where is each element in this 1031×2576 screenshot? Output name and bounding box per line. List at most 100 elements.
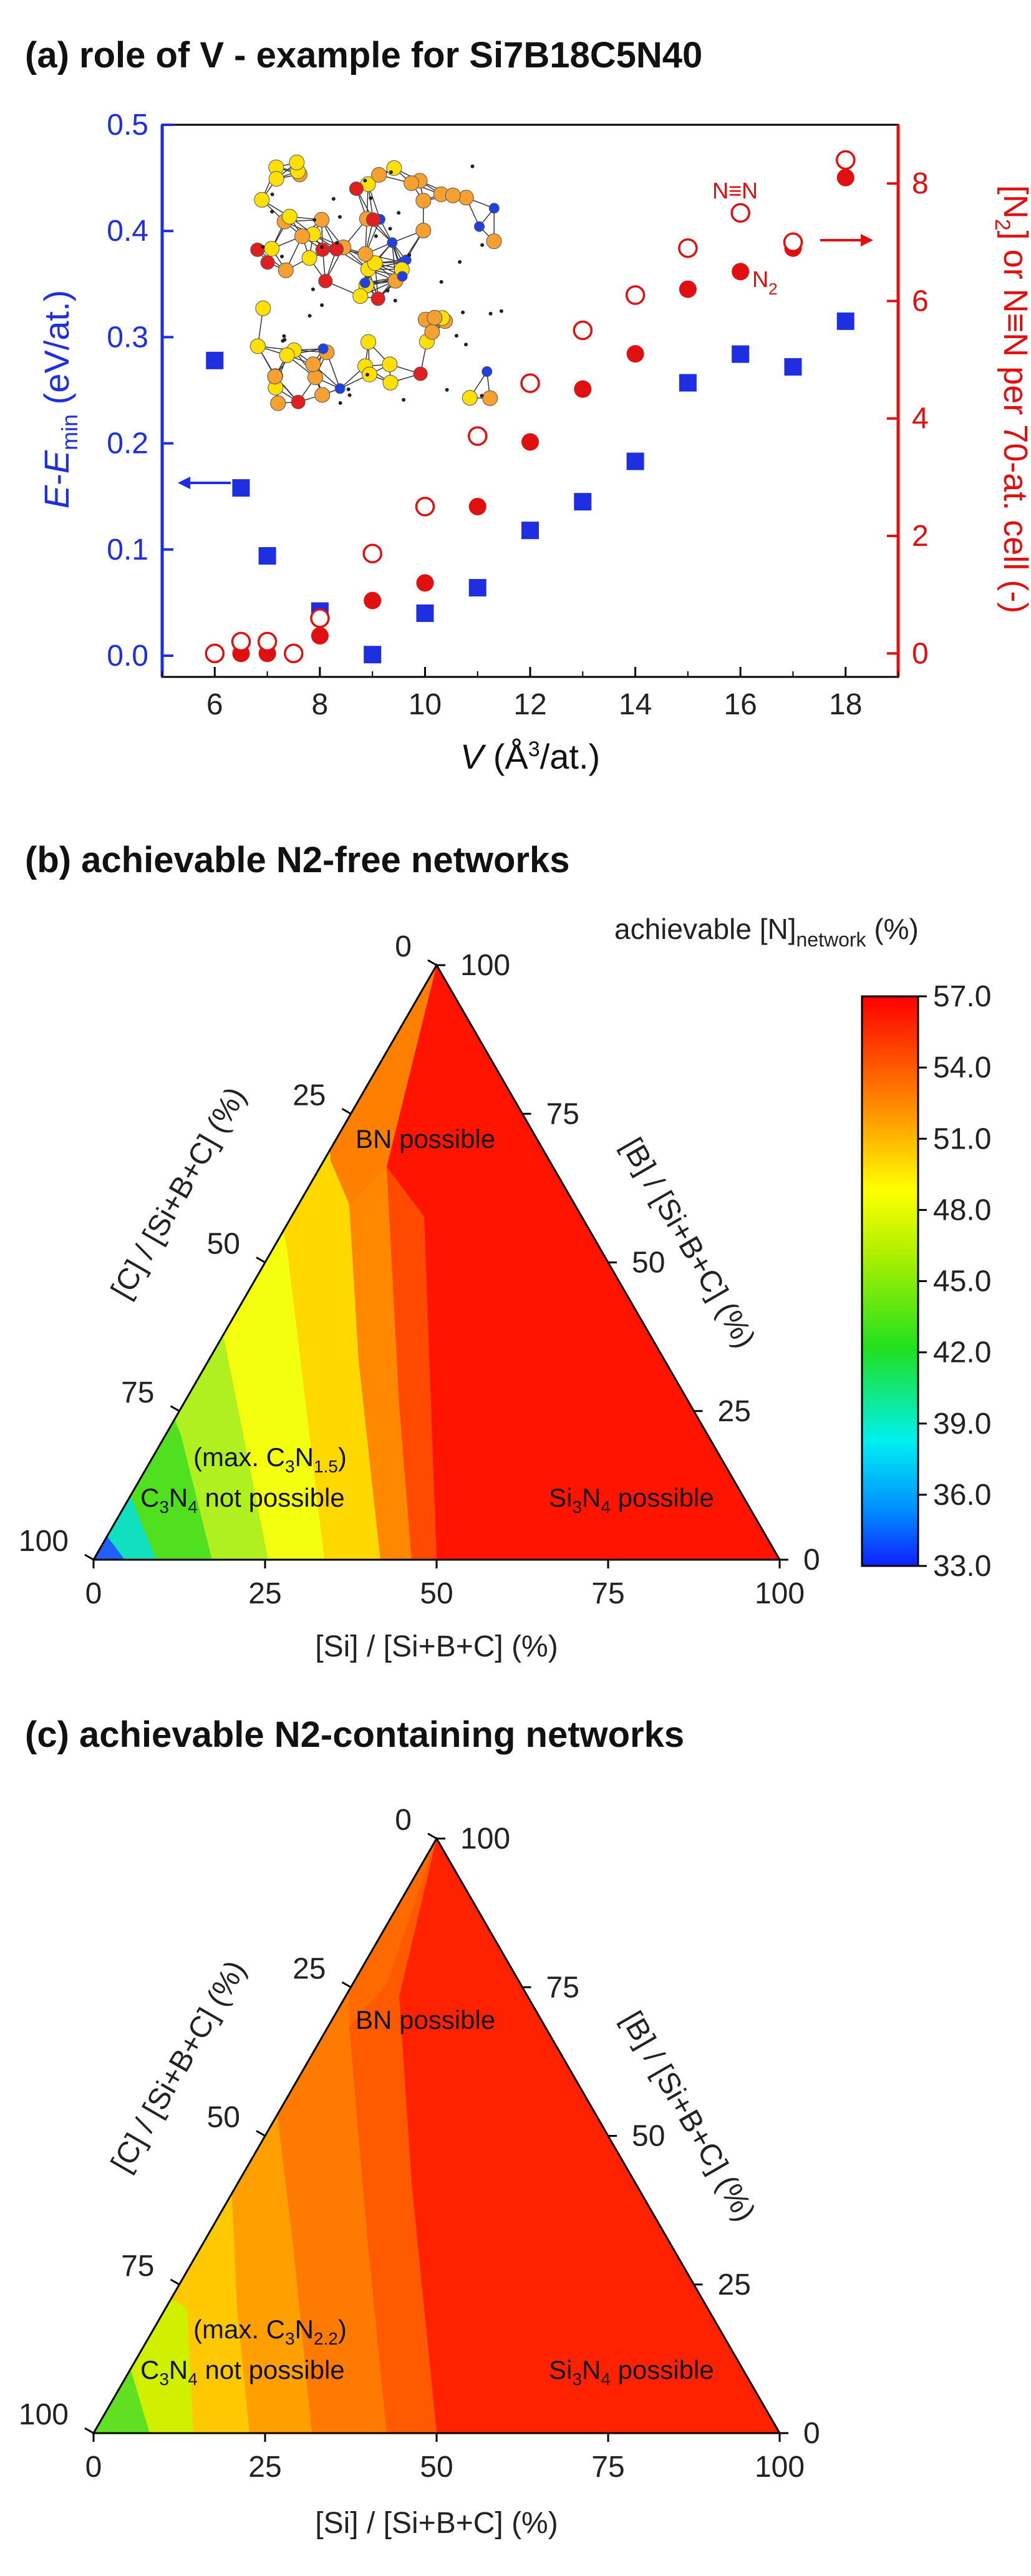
si-tick-label: 0 — [85, 2451, 102, 2484]
si-tick-label: 25 — [248, 2451, 281, 2484]
colorbar: 57.054.051.048.045.042.039.036.033.0 — [861, 980, 991, 1583]
n-triple-n-point — [283, 643, 304, 664]
n2-point — [626, 345, 644, 363]
b-tick-label: 100 — [460, 1822, 510, 1855]
n2-point — [364, 591, 382, 610]
colorbar-tick-label: 42.0 — [933, 1336, 991, 1369]
network-inset-illustration — [249, 154, 503, 411]
x-tick-label: 10 — [409, 688, 442, 721]
c-tick-label: 50 — [207, 2101, 240, 2134]
x-tick-label: 6 — [206, 688, 223, 721]
colorbar-tick-label: 48.0 — [933, 1193, 991, 1227]
n-triple-n-point — [573, 320, 593, 341]
annotation-n2: N2 — [752, 266, 777, 298]
colorbar-tick-label: 57.0 — [933, 980, 991, 1013]
annotation-bn-possible-c: BN possible — [356, 2005, 495, 2034]
n-triple-n-point — [362, 543, 382, 564]
b-tick-label: 0 — [803, 2417, 820, 2450]
n2-point — [468, 497, 486, 515]
x-tick-label: 12 — [513, 688, 546, 721]
annotation-bn-possible-b: BN possible — [356, 1124, 495, 1154]
n2-point — [836, 168, 854, 187]
si-tick-label: 100 — [755, 1577, 805, 1610]
n-triple-n-point — [257, 631, 278, 652]
x-tick-label: 14 — [619, 688, 652, 721]
n-triple-n-point — [730, 203, 750, 223]
b-tick-label: 50 — [632, 1247, 665, 1280]
energy-point — [784, 358, 802, 376]
c-tick-mark — [427, 1832, 437, 1840]
c-tick-label: 50 — [207, 1228, 240, 1261]
y-right-tick-label: 0 — [912, 637, 929, 670]
y-right-axis-title: [N2] or N≡N per 70-at. cell (-) — [990, 185, 1031, 614]
annotation-si3n4-possible-c: Si3N4 possible — [549, 2355, 714, 2389]
panel-a-title: (a) role of V - example for Si7B18C5N40 — [25, 35, 702, 75]
n-triple-n-point — [520, 373, 540, 394]
energy-point — [574, 493, 592, 511]
b-tick-label: 100 — [460, 949, 510, 982]
ternary-heatmap-c — [94, 1839, 780, 2433]
c-tick-label: 100 — [19, 2398, 69, 2431]
axis-title-si-b: [Si] / [Si+B+C] (%) — [315, 1630, 558, 1663]
x-tick-label: 8 — [312, 688, 329, 721]
n2-point — [679, 280, 697, 298]
b-tick-label: 50 — [632, 2120, 665, 2153]
left-arrow-icon — [178, 477, 231, 489]
panel-b-title: (b) achievable N2-free networks — [25, 840, 570, 880]
annotation-c3n4-not-possible-c: C3N4 not possible — [140, 2355, 345, 2389]
energy-point — [232, 479, 250, 497]
n2-point — [574, 380, 592, 398]
n-triple-n-point — [310, 608, 330, 628]
si-tick-label: 25 — [248, 1577, 281, 1610]
energy-point — [364, 646, 382, 664]
c-tick-label: 100 — [19, 1525, 69, 1558]
c-tick-mark — [170, 2278, 180, 2286]
y-left-tick-label: 0.3 — [107, 321, 148, 354]
c-tick-mark — [341, 1981, 352, 1988]
energy-point — [679, 374, 697, 392]
n-triple-n-point — [467, 426, 488, 446]
x-axis-title: V (Å3/at.) — [460, 737, 600, 776]
n-triple-n-point — [783, 232, 803, 253]
n-triple-n-point — [231, 631, 251, 652]
colorbar-tick-label: 45.0 — [933, 1265, 991, 1298]
b-tick-label: 75 — [546, 1971, 579, 2004]
axis-title-si-c: [Si] / [Si+B+C] (%) — [315, 2507, 558, 2540]
y-left-tick-label: 0.0 — [107, 639, 148, 673]
y-left-tick-label: 0.4 — [107, 215, 148, 248]
right-arrow-icon — [820, 234, 873, 246]
si-tick-label: 75 — [591, 2451, 624, 2484]
c-tick-mark — [170, 1405, 180, 1412]
energy-point — [836, 312, 854, 330]
data-marks — [205, 150, 856, 664]
colorbar-tick-label: 54.0 — [933, 1051, 991, 1084]
energy-point — [468, 579, 486, 597]
energy-point — [732, 345, 750, 363]
c-tick-label: 0 — [395, 1804, 412, 1837]
y-right-tick-label: 6 — [912, 284, 929, 318]
energy-point — [206, 351, 224, 369]
colorbar-tick-label: 51.0 — [933, 1122, 991, 1155]
panel-c-title: (c) achievable N2-containing networks — [25, 1714, 684, 1755]
si-tick-label: 50 — [420, 2451, 453, 2484]
energy-point — [258, 547, 276, 565]
si-tick-label: 100 — [755, 2451, 805, 2484]
y-left-tick-label: 0.2 — [107, 427, 148, 460]
si-tick-label: 50 — [420, 1577, 453, 1610]
energy-point — [521, 522, 539, 540]
c-tick-mark — [256, 2130, 266, 2137]
y-right-tick-label: 8 — [912, 167, 929, 200]
c-tick-label: 0 — [395, 930, 412, 963]
n2-point — [521, 433, 539, 451]
x-tick-label: 16 — [724, 688, 757, 721]
c-tick-mark — [256, 1256, 266, 1263]
n-triple-n-point — [205, 643, 225, 664]
n-triple-n-point — [835, 150, 856, 170]
n-triple-n-point — [415, 497, 435, 517]
colorbar-label: achievable [N]network (%) — [614, 913, 919, 951]
